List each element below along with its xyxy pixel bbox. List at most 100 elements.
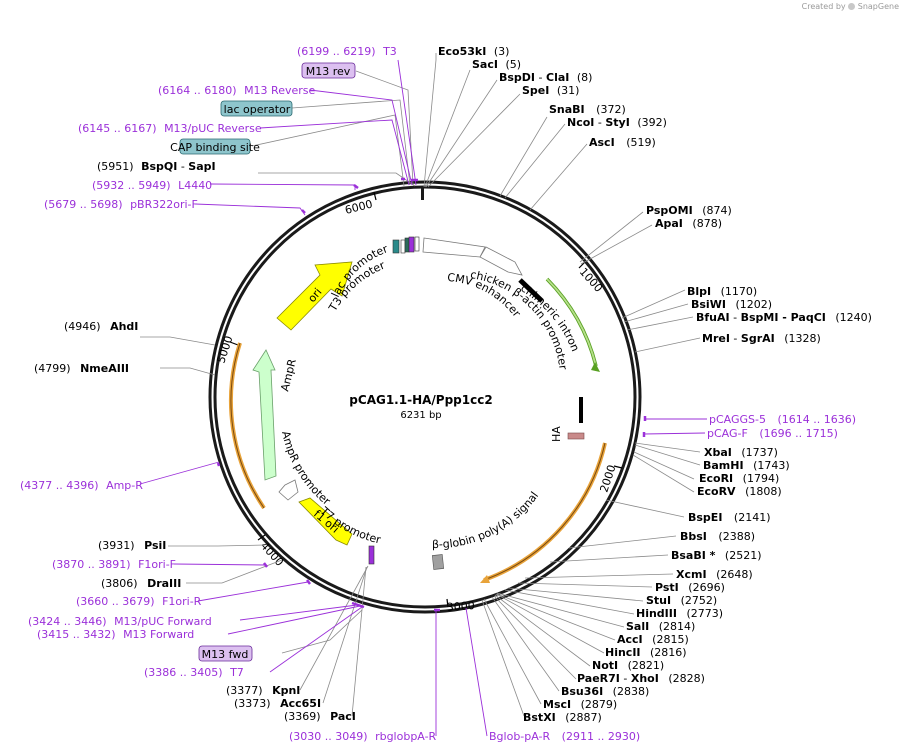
label-ampr: AmpR — [278, 357, 299, 392]
tick-4000 — [257, 534, 266, 541]
leader-snabi — [499, 116, 548, 197]
leader-eco53ki — [423, 53, 437, 188]
leader-saci — [424, 69, 471, 188]
primer-mark-f1ori-f — [263, 562, 268, 568]
feature-cap-site — [392, 239, 400, 254]
primer-line-bglob — [465, 607, 488, 737]
leader-mrei — [634, 337, 701, 353]
tick-5000 — [229, 341, 239, 346]
tick-6000 — [373, 191, 377, 201]
primer-mark-pbr322 — [301, 209, 306, 214]
leader-spei — [427, 93, 521, 188]
primer-line-m13puc-forward — [239, 604, 358, 621]
site-bsabi: BsaBI * (2521) — [671, 549, 762, 562]
leader-kpni — [299, 565, 369, 691]
tick-label-4000: 4000 — [258, 539, 286, 569]
leader-acci — [496, 593, 616, 641]
site-acc65i: (3373) Acc65I — [234, 697, 321, 710]
box-cap-site-label: CAP binding site — [170, 141, 260, 154]
box-m13-rev-label: M13 rev — [306, 65, 351, 78]
bglob-orange-arc-inner — [483, 442, 606, 581]
leader-hindiii — [504, 589, 635, 615]
feature-cba-promoter — [479, 246, 523, 276]
primer-labels: (6199 .. 6219) T3 (6164 .. 6180) M13 Rev… — [20, 45, 856, 743]
sites-right: Eco53kI (3) SacI (5) BspDI - ClaI (8) Sp… — [438, 45, 872, 724]
site-leader-lines — [140, 53, 701, 717]
primer-line-t7 — [269, 606, 363, 673]
site-bbsi: BbsI (2388) — [680, 530, 755, 543]
feature-f1-ori — [298, 497, 353, 546]
site-ecorv: EcoRV (1808) — [697, 485, 782, 498]
box-m13-fwd — [198, 645, 253, 662]
credit-brand: SnapGene — [857, 2, 899, 11]
credit-prefix: Created by — [801, 2, 846, 11]
leader-bbsi — [568, 535, 677, 549]
primer-m13puc-forward: (3424 .. 3446) M13/pUC Forward — [28, 615, 212, 628]
primer-l4440: (5932 .. 5949) L4440 — [92, 179, 212, 192]
left-orange-arc-inner — [230, 342, 265, 509]
feature-lac-operator — [404, 237, 410, 253]
primer-pcaggs-5: pCAGGS-5 (1614 .. 1636) — [709, 413, 856, 426]
feature-lac-promoter — [400, 239, 406, 254]
leader-hincii — [495, 593, 605, 654]
leader-bamhi — [634, 444, 701, 466]
primer-markers — [216, 177, 647, 612]
leader-ecori — [633, 451, 695, 480]
primer-line-m13-forward — [227, 605, 361, 635]
site-acci: AccI (2815) — [617, 633, 689, 646]
feature-t7 — [368, 545, 375, 565]
primer-f1ori-f: (3870 .. 3891) F1ori-F — [52, 558, 176, 571]
features — [252, 236, 585, 570]
site-msci: MscI (2879) — [543, 698, 617, 711]
primer-line-pcag-f — [643, 432, 706, 435]
leader-bsu36i — [491, 596, 560, 692]
site-ncoi: NcoI - StyI (392) — [567, 116, 667, 129]
tick-label-1000: 1000 — [577, 265, 605, 295]
leader-nmeaiii — [160, 367, 216, 376]
primer-m13-reverse: (6164 .. 6180) M13 Reverse — [158, 84, 315, 97]
site-apai: ApaI (878) — [655, 217, 722, 230]
box-m13-rev — [301, 62, 356, 79]
leader-psii — [168, 544, 266, 547]
feature-promoter-small — [414, 236, 420, 252]
primer-t7: (3386 .. 3405) T7 — [144, 666, 244, 679]
primer-m13puc-reverse: (6145 .. 6167) M13/pUC Reverse — [78, 122, 262, 135]
primer-line-f1ori-f — [173, 563, 267, 566]
feature-ampr — [252, 349, 277, 481]
site-bamhi: BamHI (1743) — [703, 459, 790, 472]
site-saci: SacI (5) — [472, 58, 521, 71]
bglob-arrowhead — [480, 575, 490, 583]
leader-asci — [529, 143, 588, 211]
feature-ampr-promoter — [278, 479, 299, 501]
site-bsiwi: BsiWI (1202) — [691, 298, 772, 311]
tick-2000 — [613, 465, 623, 469]
leader-ahdi — [140, 336, 216, 346]
site-pspomi: PspOMI (874) — [646, 204, 732, 217]
leader-m13fwd-box — [281, 609, 363, 654]
primer-mark-amp-r — [216, 462, 221, 467]
leader-ncoi — [504, 123, 566, 199]
feature-t3 — [408, 236, 415, 253]
primer-pcag-f: pCAG-F (1696 .. 1715) — [707, 427, 838, 440]
primer-t3: (6199 .. 6219) T3 — [297, 45, 397, 58]
leader-blpi — [621, 289, 686, 319]
site-eco53ki: Eco53kI (3) — [438, 45, 509, 58]
primer-m13-forward: (3415 .. 3432) M13 Forward — [37, 628, 194, 641]
primer-rbglobpa-r: (3030 .. 3049) rbglobpA-R — [289, 730, 437, 743]
leader-bfuai — [626, 316, 694, 331]
leader-psti — [517, 582, 653, 588]
label-ha: HA — [550, 426, 563, 442]
site-psti: PstI (2696) — [655, 581, 725, 594]
leader-sali — [496, 592, 625, 628]
primer-mark-f1ori-r — [306, 579, 311, 585]
leader-bstxi — [481, 599, 525, 717]
box-lac-operator — [220, 100, 293, 117]
site-blpi: BlpI (1170) — [687, 285, 757, 298]
site-xcmi: XcmI (2648) — [676, 568, 753, 581]
box-m13-fwd-label: M13 fwd — [202, 648, 249, 661]
site-bspei: BspEI (2141) — [688, 511, 771, 524]
feature-ha — [567, 432, 585, 440]
primer-leader-lines — [139, 59, 707, 737]
box-lac-operator-label: lac operator — [224, 103, 291, 116]
